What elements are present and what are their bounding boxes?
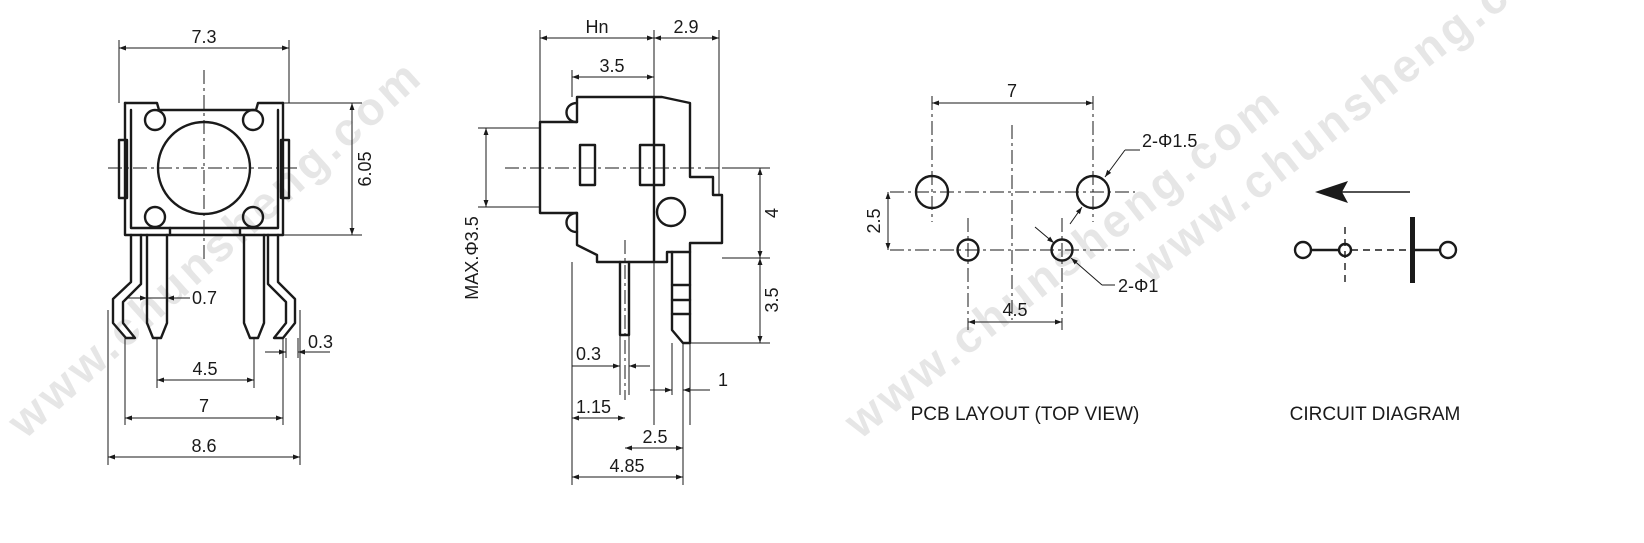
side-view-pins [618, 240, 692, 400]
dim-offset-2: 2.5 [642, 427, 667, 447]
side-view-body [505, 95, 770, 264]
dim-pin-thick: 0.3 [576, 344, 601, 364]
front-view-body [108, 70, 300, 262]
watermark-group: www.chunsheng.com www.chunsheng.com www.… [0, 0, 1581, 448]
dim-pcb-span: 7 [1007, 81, 1017, 101]
dim-pin-length: 3.5 [762, 287, 782, 312]
pcb-holes [890, 96, 1135, 330]
side-view: Hn 2.9 3.5 MAX.Φ3.5 4 3.5 [462, 17, 782, 485]
dim-pin-gap: 1 [718, 370, 728, 390]
dim-hn: Hn [585, 17, 608, 37]
circuit-diagram-caption: CIRCUIT DIAGRAM [1290, 404, 1461, 425]
dim-pin-thickness: 0.3 [308, 332, 333, 352]
front-view: 7.3 6.05 0.7 0.3 4.5 7 8. [107, 27, 375, 465]
pcb-layout: 7 2.5 4.5 2-Φ1.5 2-Φ1 PCB LAYOUT (TOP VI… [864, 81, 1197, 425]
dim-max-diameter: MAX.Φ3.5 [462, 216, 482, 299]
watermark-left: www.chunsheng.com [0, 48, 432, 448]
dim-pcb-row-gap: 2.5 [864, 208, 884, 233]
direction-arrow-icon [1315, 181, 1348, 203]
dim-overall-width: 8.6 [191, 436, 216, 456]
dim-top-right: 2.9 [673, 17, 698, 37]
dim-body-offset: 3.5 [599, 56, 624, 76]
dim-height: 6.05 [355, 151, 375, 186]
dim-pcb-small-pitch: 4.5 [1002, 300, 1027, 320]
pcb-layout-caption: PCB LAYOUT (TOP VIEW) [911, 404, 1140, 425]
circuit-symbol [1293, 181, 1458, 283]
side-view-dimensions: Hn 2.9 3.5 MAX.Φ3.5 4 3.5 [462, 17, 782, 485]
dim-pcb-big-holes: 2-Φ1.5 [1142, 131, 1197, 151]
circuit-diagram: CIRCUIT DIAGRAM [1290, 181, 1461, 425]
dim-offset-3: 4.85 [609, 456, 644, 476]
dim-mid-height: 4 [762, 208, 782, 218]
dim-leg-span: 7 [199, 396, 209, 416]
dim-width-top: 7.3 [191, 27, 216, 47]
dim-pin-width: 0.7 [192, 288, 217, 308]
dim-pcb-small-holes: 2-Φ1 [1118, 276, 1158, 296]
dim-offset-1: 1.15 [576, 397, 611, 417]
front-view-dimensions: 7.3 6.05 0.7 0.3 4.5 7 8. [107, 27, 375, 465]
dim-pin-pitch: 4.5 [192, 359, 217, 379]
pcb-dimensions: 7 2.5 4.5 2-Φ1.5 2-Φ1 [864, 81, 1197, 325]
